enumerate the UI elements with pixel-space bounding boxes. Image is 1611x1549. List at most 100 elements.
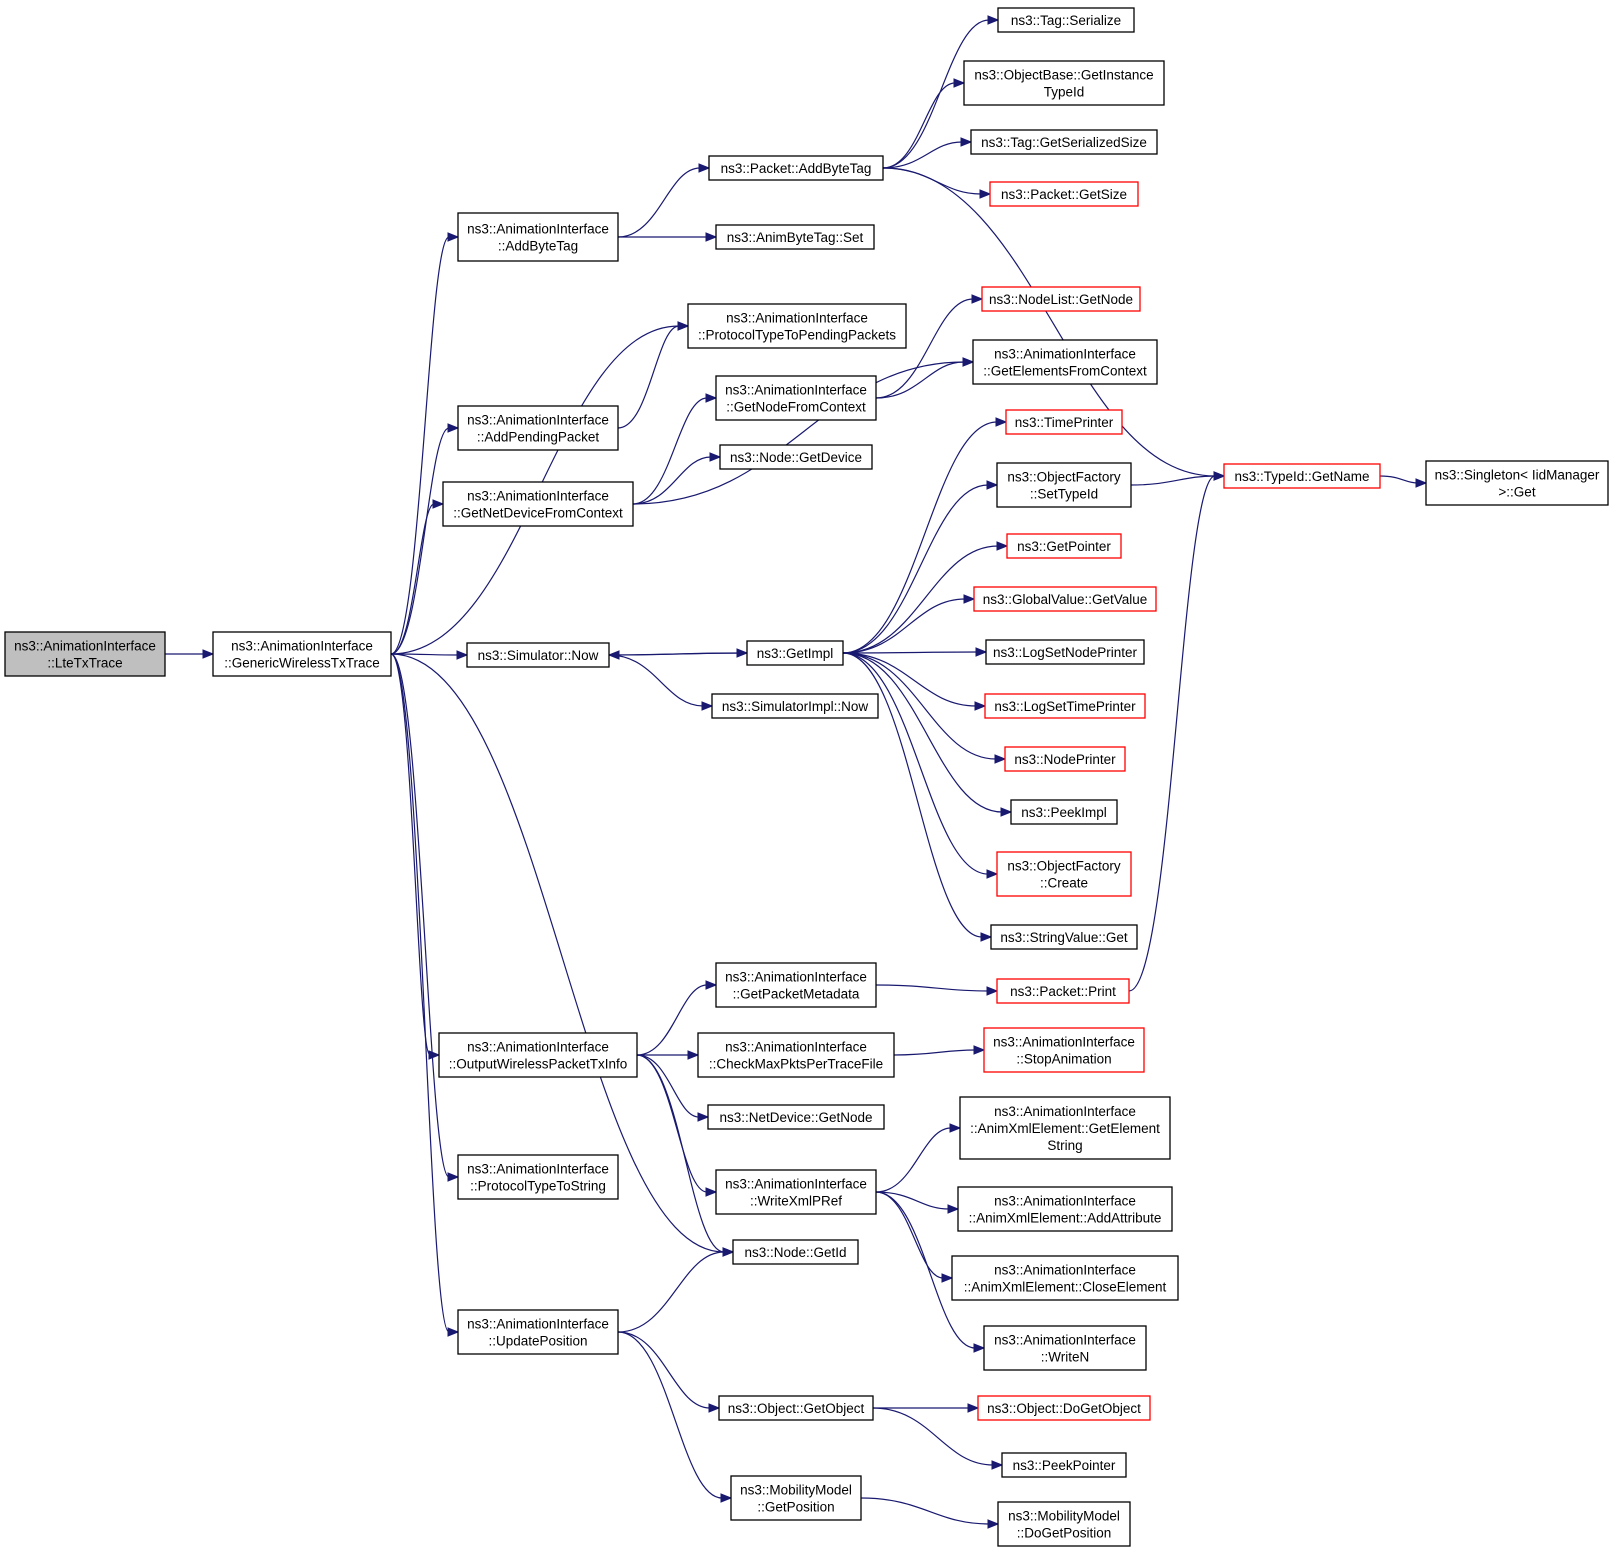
arrowhead (967, 1403, 980, 1413)
edge-getnetdev-to-nodegetdevice (632, 452, 722, 505)
arrowhead (705, 393, 718, 403)
node-proto2string[interactable]: ns3::AnimationInterface::ProtocolTypeToS… (457, 1154, 619, 1200)
edge-updatepos-to-nodegetid (617, 1247, 735, 1333)
edge-outputwireless-to-checkmax (636, 1050, 700, 1060)
node-label-line: ns3::AnimationInterface (726, 311, 868, 326)
node-addattribute[interactable]: ns3::AnimationInterface::AnimXmlElement:… (957, 1186, 1173, 1232)
node-closeelement[interactable]: ns3::AnimationInterface::AnimXmlElement:… (951, 1255, 1179, 1301)
node-box (212, 631, 392, 677)
edge-objfactsettypeid-to-typeidgetname (1130, 471, 1226, 486)
node-mobgetpos[interactable]: ns3::MobilityModel::GetPosition (730, 1475, 862, 1521)
arrowhead (720, 1493, 733, 1503)
node-box (457, 1309, 619, 1355)
node-label-line: ::StopAnimation (1016, 1052, 1111, 1067)
node-nodegetid[interactable]: ns3::Node::GetId (732, 1239, 859, 1265)
node-getimpl[interactable]: ns3::GetImpl (746, 640, 844, 666)
node-simimplnow[interactable]: ns3::SimulatorImpl::Now (711, 693, 879, 719)
node-simnow[interactable]: ns3::Simulator::Now (466, 642, 610, 668)
edge-line (632, 456, 712, 505)
edge-getimpl-to-globalvalgetval (842, 594, 976, 654)
node-singletonget[interactable]: ns3::Singleton< IidManager>::Get (1425, 460, 1609, 506)
node-label-line: ns3::Singleton< IidManager (1435, 468, 1600, 483)
edge-line (617, 1251, 725, 1333)
node-logsetnodeprinter[interactable]: ns3::LogSetNodePrinter (985, 639, 1145, 665)
node-updatepos[interactable]: ns3::AnimationInterface::UpdatePosition (457, 1309, 619, 1355)
node-logsettimeprinter[interactable]: ns3::LogSetTimePrinter (984, 693, 1146, 719)
node-getelemstring[interactable]: ns3::AnimationInterface::AnimXmlElement:… (959, 1096, 1171, 1160)
arrowhead (607, 650, 620, 660)
node-label-line: ::Create (1040, 876, 1088, 891)
node-stopanim[interactable]: ns3::AnimationInterface::StopAnimation (983, 1027, 1145, 1073)
edge-line (617, 167, 701, 238)
node-pktaddbytetag[interactable]: ns3::Packet::AddByteTag (708, 155, 884, 181)
edge-line (1128, 475, 1216, 992)
edge-line (608, 652, 748, 656)
node-objfactcreate[interactable]: ns3::ObjectFactory::Create (996, 851, 1132, 897)
node-getelemfromctx[interactable]: ns3::AnimationInterface::GetElementsFrom… (972, 339, 1158, 385)
node-addpending[interactable]: ns3::AnimationInterface::AddPendingPacke… (457, 405, 619, 451)
arrowhead (960, 137, 973, 147)
node-tagserialize[interactable]: ns3::Tag::Serialize (997, 7, 1135, 33)
edge-objgetobject-to-peekpointer (872, 1407, 1004, 1470)
edge-addpending-to-proto2pending (617, 321, 690, 429)
node-box (970, 129, 1158, 155)
edges-layer (165, 15, 1428, 1529)
arrowhead (202, 649, 215, 659)
node-box (996, 978, 1130, 1004)
node-pktprint[interactable]: ns3::Packet::Print (996, 978, 1130, 1004)
node-nodeprinter[interactable]: ns3::NodePrinter (1004, 746, 1126, 772)
edge-getimpl-to-getpointer (842, 541, 1009, 654)
node-addbytetag_ai[interactable]: ns3::AnimationInterface::AddByteTag (457, 212, 619, 262)
node-box (746, 640, 844, 666)
node-dogetobject[interactable]: ns3::Object::DoGetObject (977, 1395, 1151, 1421)
node-getpktmeta[interactable]: ns3::AnimationInterface::GetPacketMetada… (715, 962, 877, 1008)
node-ltetx[interactable]: ns3::AnimationInterface::LteTxTrace (4, 631, 166, 677)
node-label-line: ::GetPosition (757, 1500, 834, 1515)
node-timeprinter[interactable]: ns3::TimePrinter (1005, 409, 1123, 435)
node-label-line: ::OutputWirelessPacketTxInfo (449, 1057, 628, 1072)
arrowhead (973, 1045, 986, 1055)
node-stringvalget[interactable]: ns3::StringValue::Get (990, 924, 1138, 950)
node-writen[interactable]: ns3::AnimationInterface::WriteN (983, 1325, 1147, 1371)
node-proto2pending[interactable]: ns3::AnimationInterface::ProtocolTypeToP… (687, 303, 907, 349)
node-label-line: ns3::Tag::GetSerializedSize (981, 135, 1147, 150)
edge-line (632, 397, 708, 505)
node-box (983, 1325, 1147, 1371)
node-peekpointer[interactable]: ns3::PeekPointer (1001, 1452, 1127, 1478)
node-getpointer[interactable]: ns3::GetPointer (1006, 533, 1122, 559)
node-netdevgetnode[interactable]: ns3::NetDevice::GetNode (707, 1104, 885, 1130)
node-taggetsersize[interactable]: ns3::Tag::GetSerializedSize (970, 129, 1158, 155)
node-label-line: ns3::NodeList::GetNode (989, 292, 1133, 307)
arrowhead (953, 78, 966, 88)
node-typeidgetname[interactable]: ns3::TypeId::GetName (1223, 463, 1381, 489)
node-nodegetdevice[interactable]: ns3::Node::GetDevice (719, 444, 873, 470)
node-getnetdev[interactable]: ns3::AnimationInterface::GetNetDeviceFro… (442, 481, 634, 527)
arrowhead (432, 499, 445, 509)
node-label-line: String (1047, 1138, 1082, 1153)
node-writexmlpref[interactable]: ns3::AnimationInterface::WriteXmlPRef (715, 1169, 877, 1215)
node-generic[interactable]: ns3::AnimationInterface::GenericWireless… (212, 631, 392, 677)
node-label-line: ns3::AnimationInterface (993, 1035, 1135, 1050)
edge-mobgetpos-to-dogetpos (860, 1497, 1000, 1529)
node-pktgetsize[interactable]: ns3::Packet::GetSize (989, 181, 1139, 207)
edge-line (390, 653, 450, 1333)
edge-line (617, 325, 680, 429)
node-label-line: ns3::SimulatorImpl::Now (722, 699, 869, 714)
node-dogetpos[interactable]: ns3::MobilityModel::DoGetPosition (997, 1501, 1131, 1547)
node-getnodefromctx[interactable]: ns3::AnimationInterface::GetNodeFromCont… (715, 375, 877, 421)
node-outputwireless[interactable]: ns3::AnimationInterface::OutputWirelessP… (438, 1032, 638, 1078)
node-box (711, 693, 879, 719)
node-nodelistgetnode[interactable]: ns3::NodeList::GetNode (981, 286, 1141, 312)
node-box (718, 1395, 874, 1421)
node-checkmax[interactable]: ns3::AnimationInterface::CheckMaxPktsPer… (697, 1032, 895, 1078)
arrowhead (980, 932, 993, 942)
node-globalvalgetval[interactable]: ns3::GlobalValue::GetValue (973, 586, 1157, 612)
node-box (687, 303, 907, 349)
node-peekimpl[interactable]: ns3::PeekImpl (1010, 799, 1118, 825)
node-box (1010, 799, 1118, 825)
node-animbytetagset[interactable]: ns3::AnimByteTag::Set (715, 224, 875, 250)
edge-generic-to-updatepos (390, 653, 460, 1337)
node-objfactsettypeid[interactable]: ns3::ObjectFactory::SetTypeId (996, 462, 1132, 508)
node-objgetobject[interactable]: ns3::Object::GetObject (718, 1395, 874, 1421)
